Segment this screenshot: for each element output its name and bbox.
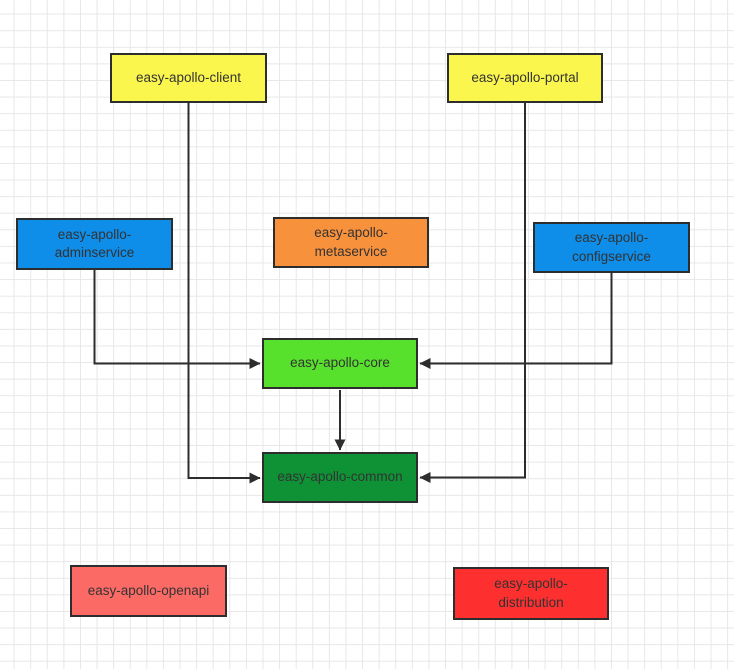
node-label: easy-apollo-configservice (572, 230, 651, 264)
node-easy-apollo-openapi[interactable]: easy-apollo-openapi (70, 565, 227, 617)
node-label: easy-apollo-metaservice (314, 225, 388, 259)
edge-adminservice-to-core (93, 270, 261, 369)
node-label: easy-apollo-client (135, 69, 242, 85)
edge-configservice-to-core (419, 273, 613, 369)
node-easy-apollo-portal[interactable]: easy-apollo-portal (447, 53, 603, 103)
node-easy-apollo-client[interactable]: easy-apollo-client (110, 53, 267, 103)
node-easy-apollo-adminservice[interactable]: easy-apollo-adminservice (16, 218, 173, 270)
node-easy-apollo-configservice[interactable]: easy-apollo-configservice (533, 222, 690, 273)
node-label: easy-apollo-openapi (87, 582, 210, 598)
node-easy-apollo-distribution[interactable]: easy-apollo-distribution (453, 567, 609, 620)
node-label: easy-apollo-core (290, 355, 390, 371)
node-easy-apollo-core[interactable]: easy-apollo-core (262, 338, 418, 389)
node-label: easy-apollo-common (277, 469, 403, 485)
node-label: easy-apollo-portal (471, 69, 579, 85)
node-easy-apollo-common[interactable]: easy-apollo-common (262, 452, 418, 503)
node-label: easy-apollo-distribution (494, 576, 568, 610)
edge-portal-to-common (419, 103, 526, 483)
node-easy-apollo-metaservice[interactable]: easy-apollo-metaservice (273, 217, 429, 268)
node-label: easy-apollo-adminservice (54, 226, 135, 260)
edge-client-to-common (187, 103, 261, 484)
